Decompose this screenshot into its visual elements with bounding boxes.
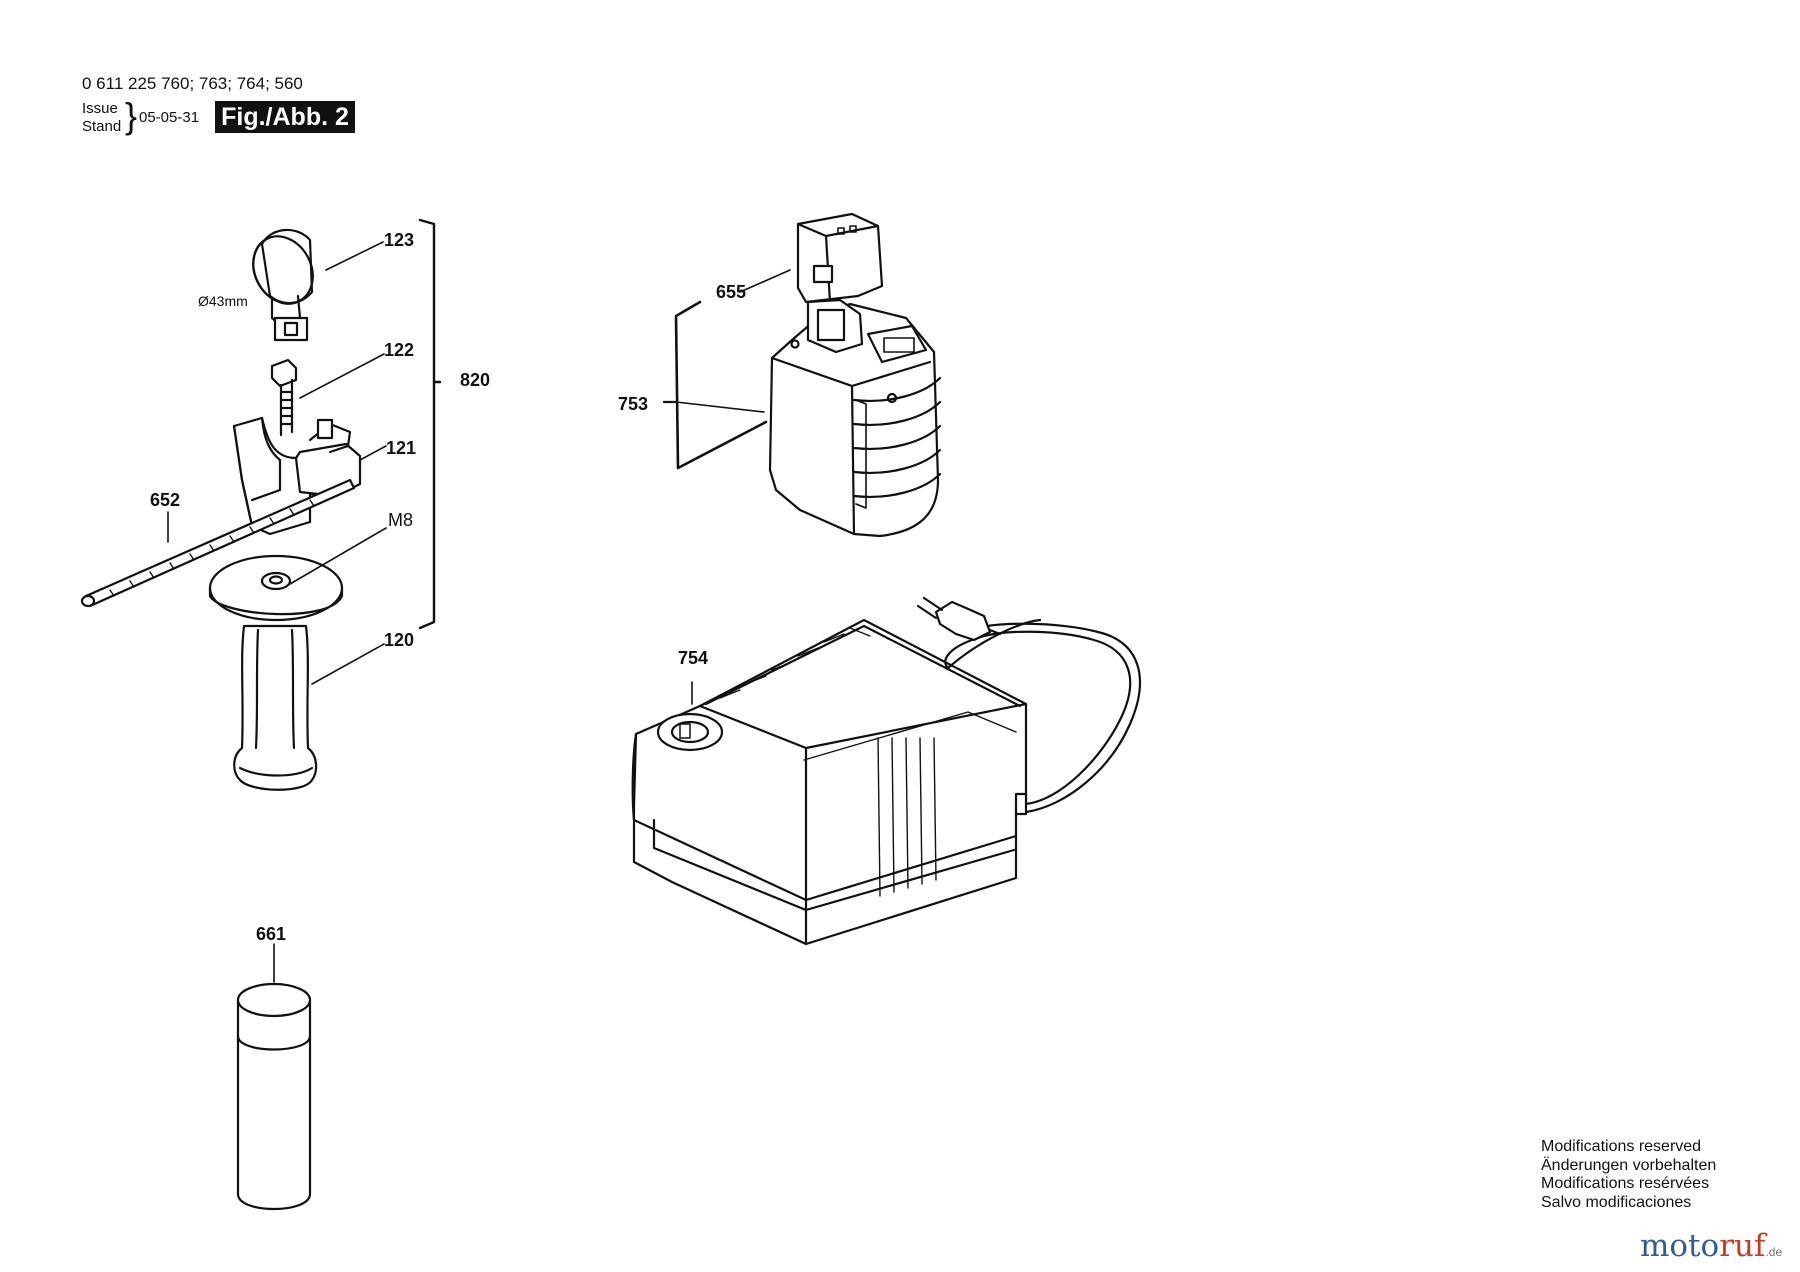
part-753-battery-pack bbox=[768, 298, 942, 538]
leader-lines bbox=[167, 241, 791, 983]
callout-754: 754 bbox=[678, 648, 708, 668]
callout-753: 753 bbox=[618, 394, 648, 414]
brand-part1: moto bbox=[1640, 1228, 1720, 1264]
callout-820: 820 bbox=[460, 370, 490, 390]
callout-661: 661 bbox=[256, 924, 286, 944]
clamp-diameter-label: Ø43mm bbox=[198, 293, 248, 309]
bracket-820 bbox=[418, 218, 436, 630]
part-123-clamp-band bbox=[252, 228, 314, 342]
notice-line-fr: Modifications resérvées bbox=[1541, 1175, 1710, 1192]
figure-label: Fig./Abb. 2 bbox=[215, 101, 355, 133]
notice-line-de: Änderungen vorbehalten bbox=[1541, 1156, 1717, 1174]
callout-652: 652 bbox=[150, 490, 180, 510]
part-754-charger bbox=[631, 596, 1142, 946]
callout-120: 120 bbox=[384, 630, 414, 650]
callout-m8: M8 bbox=[388, 510, 413, 530]
stand-label: Stand bbox=[82, 118, 122, 135]
callout-122: 122 bbox=[384, 340, 414, 360]
part-655-battery-cap bbox=[796, 212, 884, 304]
notice-line-es: Salvo modificaciones bbox=[1541, 1193, 1692, 1211]
callout-121: 121 bbox=[386, 438, 416, 458]
issue-date: 05-05-31 bbox=[139, 109, 200, 126]
callout-655: 655 bbox=[716, 282, 746, 302]
part-652-depth-rod bbox=[80, 478, 356, 608]
part-122-t-bolt bbox=[270, 358, 298, 437]
modification-notice: Modifications reserved Änderungen vorbeh… bbox=[1541, 1138, 1716, 1212]
issue-stand-labels: Issue Stand bbox=[82, 100, 121, 136]
header-brace: } bbox=[125, 95, 138, 136]
part-120-handle bbox=[233, 624, 318, 791]
brand-tld: .de bbox=[1765, 1245, 1783, 1259]
bracket-753 bbox=[674, 300, 768, 470]
part-121-cradle bbox=[232, 416, 362, 536]
callout-123: 123 bbox=[384, 230, 414, 250]
notice-line-en: Modifications reserved bbox=[1541, 1138, 1702, 1155]
brand-watermark: motoruf.de bbox=[1640, 1228, 1782, 1264]
model-numbers: 0 611 225 760; 763; 764; 560 bbox=[82, 74, 303, 93]
part-661-tube bbox=[236, 982, 312, 1210]
issue-label: Issue bbox=[82, 100, 118, 117]
brand-part2: ruf bbox=[1719, 1228, 1766, 1264]
